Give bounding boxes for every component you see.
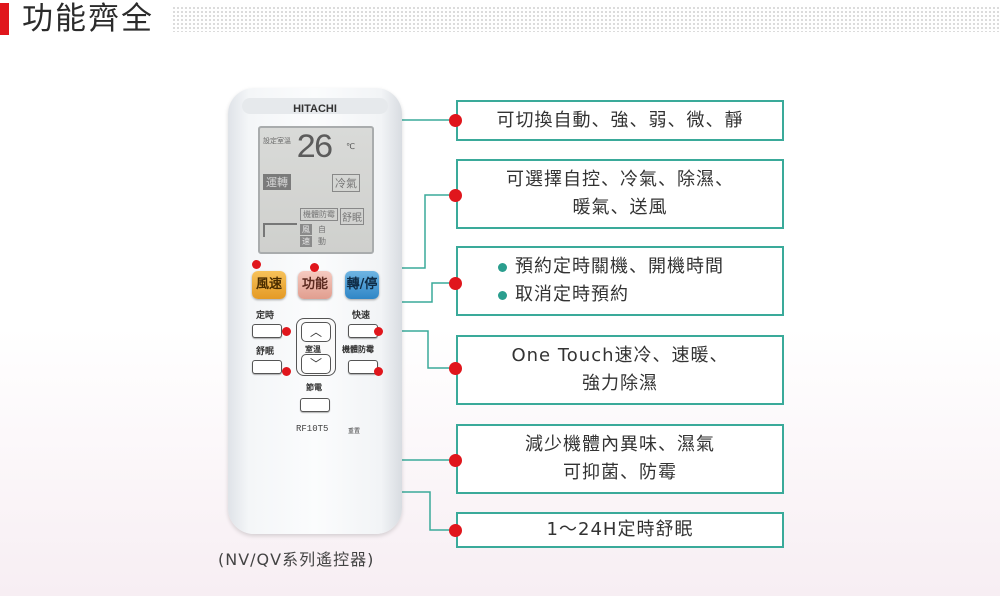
callout-text: 可切換自動、強、弱、微、靜 <box>496 109 744 131</box>
callout-dot-6 <box>449 524 462 537</box>
remote-control: HITACHI 設定室溫 26 ℃ 運轉 冷氣 機體防霉 舒眠 風 速 自 動 … <box>228 88 402 534</box>
reset-label: 重置 <box>348 428 361 435</box>
callout-timer: 預約定時關機、開機時間 取消定時預約 <box>456 246 784 316</box>
lcd-fan-label-2: 速 <box>300 236 312 247</box>
marker-dot-sleep <box>282 367 291 376</box>
lcd-run-label: 運轉 <box>263 174 291 190</box>
timer-button[interactable] <box>252 324 282 338</box>
bullet-icon <box>498 262 507 272</box>
lcd-auto-label-2: 動 <box>318 237 326 246</box>
lcd-unit: ℃ <box>346 142 355 151</box>
sleep-button[interactable] <box>252 360 282 374</box>
page-title: 功能齊全 <box>22 1 154 37</box>
callout-bullet-item: 預約定時關機、開機時間 <box>498 253 724 281</box>
callout-dot-3 <box>449 277 462 290</box>
callout-quick: One Touch速冷、速暖、 強力除濕 <box>456 335 784 405</box>
model-number: RF10T5 <box>296 424 329 434</box>
lcd-sleep-label: 舒眠 <box>340 208 364 225</box>
remote-top-bar <box>242 98 388 114</box>
temp-down-button[interactable]: ﹀ <box>301 354 331 374</box>
function-button[interactable]: 功能 <box>298 271 332 299</box>
marker-dot-function <box>310 263 319 272</box>
power-save-label: 節電 <box>306 383 322 392</box>
bullet-icon <box>498 290 507 300</box>
callout-sleep: 1～24H定時舒眠 <box>456 512 784 548</box>
marker-dot-mold <box>374 367 383 376</box>
section-header: 功能齊全 <box>0 0 1000 38</box>
lcd-fan-label-1: 風 <box>300 224 312 235</box>
callout-dot-1 <box>449 114 462 127</box>
callout-text: 可選擇自控、冷氣、除濕、 <box>506 169 734 190</box>
callout-text: 可抑菌、防霉 <box>563 462 677 483</box>
temperature-rocker: ︿ 室溫 ﹀ <box>296 318 336 376</box>
marker-dot-quick <box>374 327 383 336</box>
callout-dot-4 <box>449 362 462 375</box>
callout-function: 可選擇自控、冷氣、除濕、 暖氣、送風 <box>456 159 784 229</box>
callout-text: 1～24H定時舒眠 <box>546 519 694 540</box>
power-button[interactable]: 轉/停 <box>345 271 379 299</box>
lcd-setting-label: 設定室溫 <box>263 137 291 145</box>
callout-text: One Touch速冷、速暖、 <box>511 345 729 366</box>
header-accent-bar <box>0 3 9 35</box>
header-dotted-line <box>172 6 1000 32</box>
mold-proof-label: 機體防霉 <box>342 345 374 354</box>
callout-text: 強力除濕 <box>582 373 658 394</box>
callout-bullet-item: 取消定時預約 <box>498 281 629 309</box>
sleep-label: 舒眠 <box>256 347 275 357</box>
callout-text: 減少機體內異味、濕氣 <box>525 434 715 455</box>
marker-dot-fan-speed <box>252 260 261 269</box>
lcd-mold-label: 機體防霉 <box>300 208 338 221</box>
temp-up-button[interactable]: ︿ <box>301 322 331 342</box>
callout-dot-2 <box>449 189 462 202</box>
callout-text: 取消定時預約 <box>515 284 629 305</box>
callout-fan-speed: 可切換自動、強、弱、微、靜 <box>456 100 784 141</box>
power-save-button[interactable] <box>300 398 330 412</box>
marker-dot-timer <box>282 327 291 336</box>
callout-mold-proof: 減少機體內異味、濕氣 可抑菌、防霉 <box>456 424 784 494</box>
fan-speed-button[interactable]: 風速 <box>252 271 286 299</box>
lcd-mode-label: 冷氣 <box>332 174 360 192</box>
lcd-auto-label-1: 自 <box>318 225 326 234</box>
brand-logo: HITACHI <box>293 103 337 115</box>
callout-text: 預約定時關機、開機時間 <box>515 256 724 277</box>
lcd-display: 設定室溫 26 ℃ 運轉 冷氣 機體防霉 舒眠 風 速 自 動 <box>258 126 374 254</box>
timer-label: 定時 <box>256 311 275 321</box>
callout-text: 暖氣、送風 <box>572 197 668 218</box>
quick-label: 快速 <box>352 311 371 321</box>
lcd-segment-bar <box>263 223 297 237</box>
lcd-temperature: 26 <box>296 130 334 168</box>
callout-dot-5 <box>449 454 462 467</box>
remote-caption: (NV/QV系列遙控器) <box>218 550 375 569</box>
room-temp-label: 室溫 <box>305 345 321 354</box>
